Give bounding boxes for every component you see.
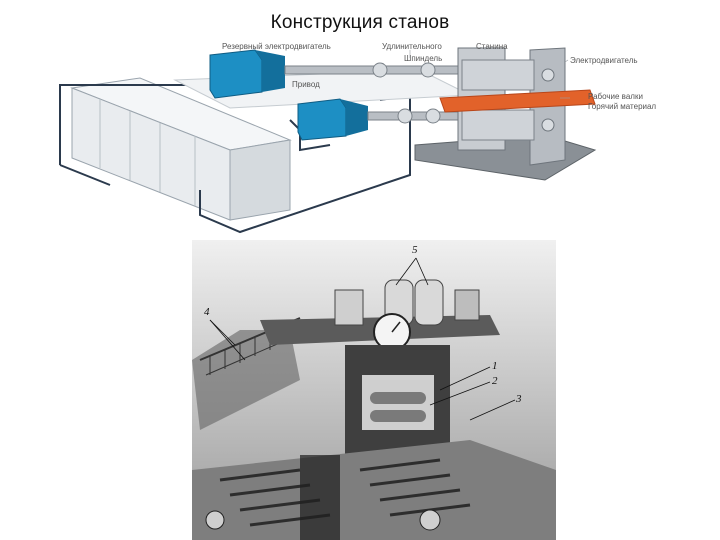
- page-title: Конструкция станов: [270, 12, 450, 33]
- label-spindle-coupling: Удлинительного: [382, 42, 442, 51]
- callout-4: 4: [204, 306, 210, 318]
- label-electric-motor: Электродвигатель: [570, 56, 638, 65]
- label-work-roll: Рабочие валки: [588, 92, 643, 101]
- label-rolled-material: Горячий материал: [588, 102, 657, 111]
- label-spindle: Шпиндель: [404, 54, 443, 63]
- rolling-mill-photo: [192, 240, 556, 540]
- label-stand-frame: Станина: [476, 42, 508, 51]
- main-motor: [297, 98, 368, 141]
- callout-2: 2: [492, 375, 498, 387]
- spindles: [284, 62, 466, 124]
- label-reserve-motor: Резервный электродвигатель: [222, 42, 331, 51]
- reserve-motor: [209, 49, 285, 99]
- callout-1: 1: [492, 360, 498, 372]
- callout-5: 5: [412, 244, 418, 256]
- callout-3: 3: [516, 393, 522, 405]
- control-cabinets: [70, 77, 292, 221]
- hot-material: [439, 89, 596, 113]
- label-gearbox: Привод: [292, 80, 320, 89]
